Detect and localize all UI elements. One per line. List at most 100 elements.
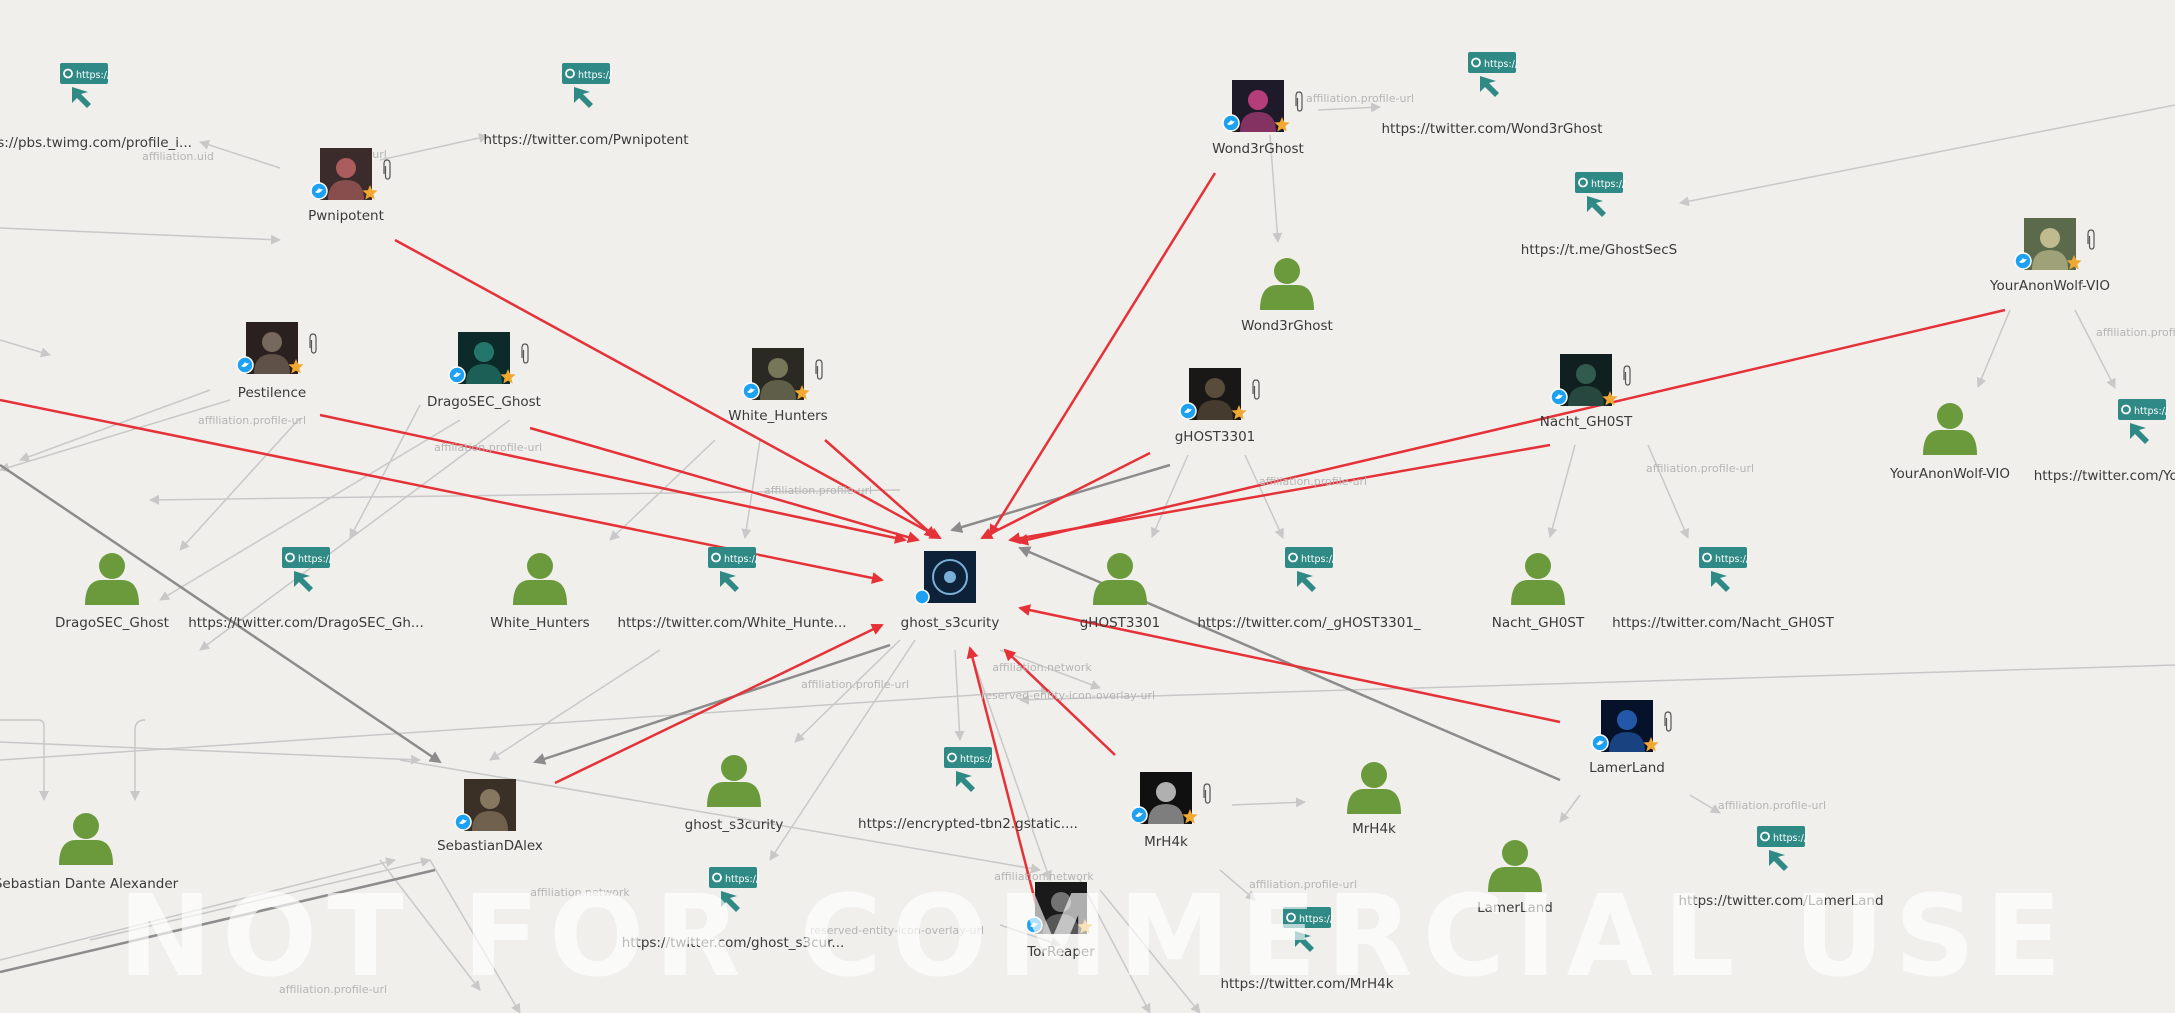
relationship-edge [1679,104,2175,207]
edge-labels: affiliation.uidn.profile-urlaffiliation.… [142,92,2175,996]
node-label: Pwnipotent [308,208,384,224]
url-icon-text: https:// [578,70,613,81]
twitter-profile-node-wond3rghost[interactable]: Wond3rGhost [1212,80,1304,157]
node-label: SebastianDAlex [437,838,543,854]
relationship-edge [1231,797,1306,808]
avatar [752,348,804,400]
twitter-bird-icon [1591,734,1609,752]
edges-light [0,102,2175,1013]
graph-nodes: PwnipotentWond3rGhostYourAnonWolf-VIOPes… [0,52,2175,992]
relationship-edge [999,649,1101,690]
person-node-sebastian-dante-alexander[interactable]: Sebastian Dante Alexander [0,813,179,892]
twitter-profile-node-nacht-gh0st[interactable]: Nacht_GH0ST [1540,354,1633,430]
twitter-profile-node-pwnipotent[interactable]: Pwnipotent [308,148,391,224]
person-icon [85,553,139,605]
url-node-https-twitter-com-ghost3301[interactable]: https://https://twitter.com/_gHOST3301_ [1197,547,1421,631]
person-node-ghost-s3curity[interactable]: ghost_s3curity [685,755,784,833]
star-icon [1602,391,1618,406]
twitter-profile-node-sebastiandalex[interactable]: SebastianDAlex [437,779,543,854]
twitter-profile-node-mrh4k[interactable]: MrH4k [1130,772,1211,850]
star-icon [794,385,810,400]
person-node-youranonwolf-vio[interactable]: YourAnonWolf-VIO [1889,403,2010,482]
node-label: https://twitter.com/Pwnipotent [483,132,688,148]
twitter-bird-icon [310,182,328,200]
url-icon: https:// [1285,547,1336,592]
relationship-edge [19,389,211,462]
url-node-https-twitter-com-mrh4k[interactable]: https://https://twitter.com/MrH4k [1220,907,1394,992]
relationship-edge [969,649,1052,881]
node-label: White_Hunters [490,615,589,631]
edge-label: affiliation.profile-url [1718,799,1826,812]
node-label: ttps://pbs.twimg.com/profile_i... [0,135,192,151]
relationship-edge [1019,664,2175,705]
twitter-bird-icon [1550,388,1568,406]
person-node-nacht-gh0st[interactable]: Nacht_GH0ST [1492,553,1585,631]
twitter-profile-node-youranonwolf-vio[interactable]: YourAnonWolf-VIO [1989,218,2110,294]
url-node-https-t-me-ghostsecs[interactable]: https://https://t.me/GhostSecS [1521,172,1677,258]
twitter-profile-node-lamerland[interactable]: LamerLand [1589,700,1672,776]
url-node-https-encrypted-tbn2-gstatic[interactable]: https://https://encrypted-tbn2.gstatic..… [858,747,1078,832]
avatar [1035,882,1087,934]
star-icon [362,185,378,200]
url-icon: https:// [1283,907,1334,952]
person-icon [1511,553,1565,605]
url-node-https-twitter-com-you[interactable]: https://https://twitter.com/You [2034,399,2175,484]
relationship-edge [0,857,396,961]
node-label: https://twitter.com/DragoSEC_Gh... [188,615,424,631]
person-node-ghost3301[interactable]: gHOST3301 [1080,553,1161,631]
relationship-edge [1559,794,1581,823]
person-icon [59,813,113,865]
person-node-dragosec-ghost[interactable]: DragoSEC_Ghost [55,553,169,631]
attachment-icon [1664,711,1672,732]
twitter-profile-node-pestilence[interactable]: Pestilence [236,322,317,401]
relationship-edge [0,227,281,245]
edge-label: affiliation.profile-url [1306,92,1414,105]
star-icon [1231,405,1247,420]
url-node-https-twitter-com-dragosec-gh[interactable]: https://https://twitter.com/DragoSEC_Gh.… [188,547,424,631]
attachment-icon [1623,365,1631,386]
url-node-https-twitter-com-wond3rghost[interactable]: https://https://twitter.com/Wond3rGhost [1381,52,1603,137]
edge-label: affiliation.profile-url [801,678,909,691]
relationship-edge [1976,309,2011,388]
avatar [1601,700,1653,752]
relationship-edge [794,639,901,743]
person-icon [707,755,761,807]
twitter-profile-node-white-hunters[interactable]: White_Hunters [728,348,828,424]
relationship-edge [1317,102,1381,113]
node-label: Sebastian Dante Alexander [0,876,179,892]
watermark: NOT FOR COMMERCIAL USE [118,872,2071,1002]
highlighted-edge [1003,648,1116,756]
url-node-https-twitter-com-nacht-gh0st[interactable]: https://https://twitter.com/Nacht_GH0ST [1612,547,1835,631]
relationship-edge [954,649,965,741]
person-icon [1260,258,1314,310]
url-node-https-twitter-com-pwnipotent[interactable]: https:// https://twitter.com/Pwnipotent [483,63,689,148]
twitter-profile-node-torreaper[interactable]: TorReaper [1025,882,1095,960]
url-node-ttps-pbs-twimg-com-profile-i[interactable]: https:// ttps://pbs.twimg.com/profile_i..… [0,63,192,151]
person-node-white-hunters[interactable]: White_Hunters [490,553,590,631]
relationship-edge [130,719,146,801]
relationship-edge [379,133,489,161]
relationship-edge [0,399,231,473]
url-icon: https:// [60,63,111,108]
relationship-edge [1547,444,1576,538]
url-node-https-twitter-com-white-hunte[interactable]: https://https://twitter.com/White_Hunte.… [617,547,847,631]
url-node-https-twitter-com-lamerland[interactable]: https://https://twitter.com/LamerLand [1678,826,1884,909]
person-node-wond3rghost[interactable]: Wond3rGhost [1241,258,1333,334]
twitter-profile-node-ghost3301[interactable]: gHOST3301 [1175,368,1260,445]
node-label: https://twitter.com/White_Hunte... [617,615,846,631]
person-node-lamerland[interactable]: LamerLand [1477,840,1553,916]
person-icon [1488,840,1542,892]
url-icon-text: https:// [2134,406,2169,417]
edge-label: affiliation.profile-url [1259,475,1367,488]
attachment-icon [2087,229,2095,250]
highlighted-edge [1016,308,2006,546]
node-label: White_Hunters [728,408,827,424]
url-node-https-twitter-com-ghost-s3cur[interactable]: https://https://twitter.com/ghost_s3cur.… [622,867,845,951]
person-icon [1093,553,1147,605]
relationship-edge [741,439,761,539]
edge-label: affiliation.network [992,661,1092,674]
person-node-mrh4k[interactable]: MrH4k [1347,762,1401,837]
center-entity-node[interactable]: ghost_s3curity [901,551,1000,631]
twitter-profile-node-dragosec-ghost[interactable]: DragoSEC_Ghost [427,332,541,410]
